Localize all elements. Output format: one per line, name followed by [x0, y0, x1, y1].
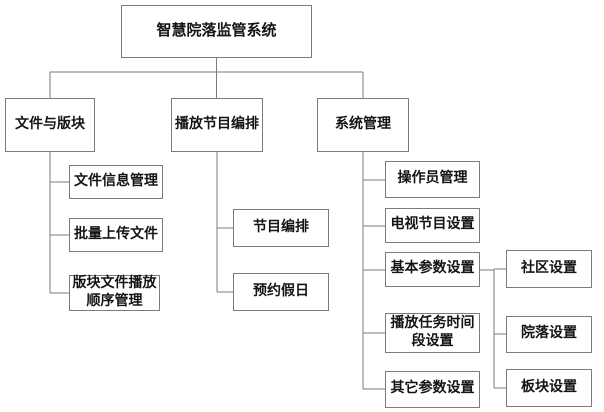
node-files-and-sections: 文件与版块 — [5, 98, 95, 152]
node-basic-parameter-settings: 基本参数设置 — [385, 252, 480, 287]
node-section-file-play-order: 版块文件播放 顺序管理 — [69, 275, 160, 311]
connector-files-branch — [49, 152, 69, 294]
node-system-management: 系统管理 — [317, 98, 409, 152]
node-smart-courtyard-system: 智慧院落监管系统 — [121, 5, 312, 58]
node-other-parameter-settings: 其它参数设置 — [385, 371, 480, 408]
connector-basic-params-branch — [480, 268, 506, 389]
connector-system-branch — [362, 152, 385, 390]
node-operator-management: 操作员管理 — [385, 161, 480, 198]
node-tv-program-settings: 电视节目设置 — [385, 208, 480, 243]
connector-root-to-branches — [49, 58, 364, 98]
node-batch-upload-files: 批量上传文件 — [69, 218, 163, 252]
node-program-scheduling: 播放节目编排 — [171, 98, 263, 152]
node-community-settings: 社区设置 — [506, 250, 592, 288]
node-play-task-time-settings: 播放任务时间 段设置 — [385, 313, 480, 353]
node-holiday-reservation: 预约假日 — [233, 273, 329, 311]
node-program-arrangement: 节目编排 — [233, 209, 329, 247]
node-file-info-management: 文件信息管理 — [69, 165, 163, 199]
node-section-settings: 板块设置 — [506, 369, 592, 407]
node-courtyard-settings: 院落设置 — [506, 316, 592, 353]
connector-program-branch — [216, 152, 233, 293]
